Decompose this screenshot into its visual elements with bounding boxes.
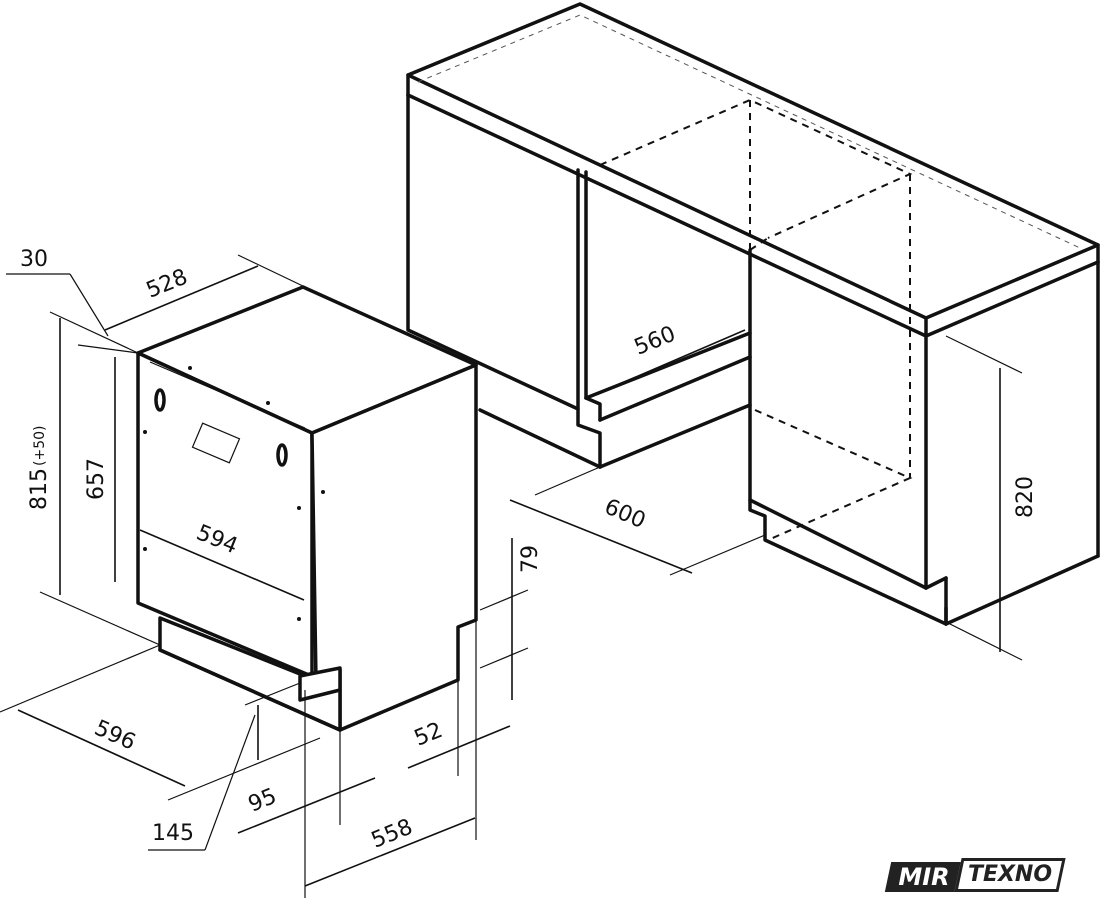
label-815: 815	[27, 468, 52, 510]
dimension-lines	[0, 254, 1023, 898]
label-820: 820	[1013, 476, 1038, 518]
label-596: 596	[91, 716, 140, 756]
label-145: 145	[152, 821, 194, 846]
kitchen-cabinet	[406, 2, 1100, 626]
label-79: 79	[518, 545, 543, 573]
dishwasher	[136, 285, 478, 732]
label-95: 95	[245, 784, 280, 818]
label-52: 52	[411, 718, 446, 752]
label-560: 560	[631, 322, 679, 361]
label-600: 600	[601, 495, 649, 534]
label-657: 657	[84, 458, 109, 500]
label-558: 558	[368, 815, 416, 854]
label-815-adjust: (+50)	[32, 426, 48, 466]
mirtexno-logo: MIR TEXNO	[884, 858, 1068, 896]
label-30: 30	[20, 247, 48, 272]
logo-right-text: TEXNO	[967, 862, 1053, 887]
logo-left-text: MIR	[898, 863, 950, 891]
